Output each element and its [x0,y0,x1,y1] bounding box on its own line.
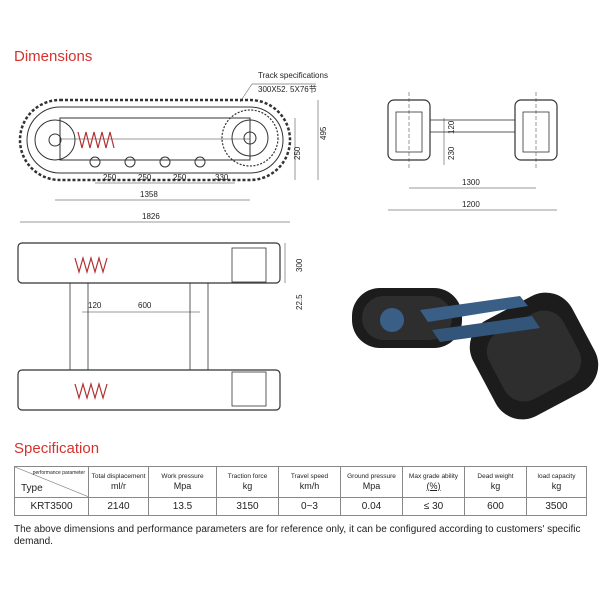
dim-250-vertical: 250 [293,146,302,160]
table-cell: 600 [464,497,527,516]
dim-250-c: 250 [173,173,187,182]
top-dim-600: 600 [138,301,152,310]
table-cell: 0~3 [278,497,341,516]
table-cell: 13.5 [148,497,217,516]
diagonal-divider [15,467,89,497]
dim-330: 330 [215,173,229,182]
dim-250-a: 250 [103,173,117,182]
dimensions-heading: Dimensions [14,48,93,65]
front-dim-1300: 1300 [462,178,480,187]
dim-250-b: 250 [138,173,152,182]
top-dim-22-5: 22.5 [295,294,304,310]
top-dim-300: 300 [295,258,304,272]
dim-1826: 1826 [142,212,160,221]
specification-table: performance parameter Type Total displac… [14,466,587,516]
track-spec-label: Track specifications [258,71,328,80]
table-cell: 0.04 [340,497,403,516]
top-view-drawing [17,242,286,411]
dimension-drawings: Track specifications 300X52. 5X76节 250 2… [17,71,599,420]
corner-cell: performance parameter Type [14,466,89,498]
track-spec-value: 300X52. 5X76节 [258,85,317,94]
dim-495: 495 [319,126,328,140]
dim-1358: 1358 [140,190,158,199]
table-header-row: performance parameter Type Total displac… [14,466,587,498]
disclaimer-note: The above dimensions and performance par… [14,524,581,547]
table-cell: 2140 [88,497,149,516]
undercarriage-render [352,288,599,420]
front-dim-120: 120 [447,120,456,134]
table-row: KRT3500 2140 13.5 3150 0~3 0.04 ≤ 30 600… [14,497,587,516]
table-cell: 3150 [216,497,279,516]
corner-bottom-label: Type [21,483,43,494]
front-view-drawing [387,92,558,211]
column-header: Max grade ability(%) [402,466,465,498]
side-view-drawing [18,83,319,223]
specification-heading: Specification [14,440,100,457]
front-dim-230: 230 [447,146,456,160]
front-dim-1200: 1200 [462,200,480,209]
table-cell: ≤ 30 [402,497,465,516]
table-cell: 3500 [526,497,587,516]
corner-top-label: performance parameter [32,470,85,476]
top-dim-120: 120 [88,301,102,310]
type-cell: KRT3500 [14,497,89,516]
